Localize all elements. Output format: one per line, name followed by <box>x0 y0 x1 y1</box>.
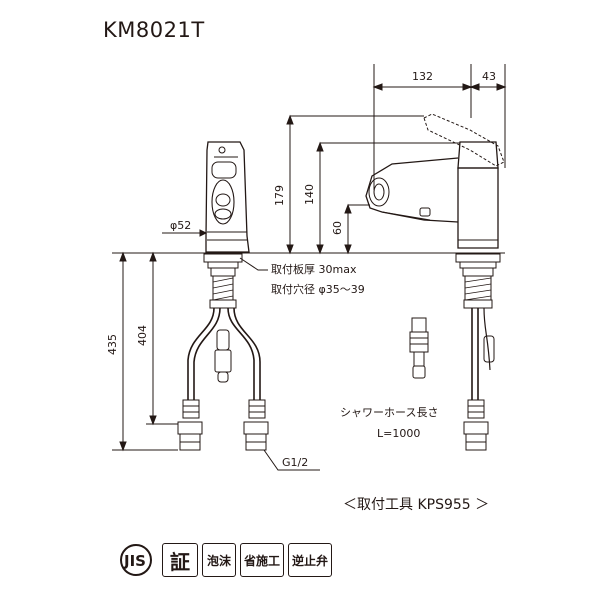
check-valve-badge: 逆止弁 <box>288 543 333 577</box>
certified-badge: 証 <box>162 543 198 577</box>
dim-140-label: 140 <box>303 184 316 205</box>
hole-diameter-note: 取付穴径 φ35～39 <box>271 282 365 296</box>
dim-60 <box>344 203 370 255</box>
dim-404-label: 404 <box>136 325 149 346</box>
supply-hoses <box>177 307 269 451</box>
svg-text:JIS: JIS <box>123 552 146 570</box>
side-view-body <box>205 141 250 253</box>
thread-label: G1/2 <box>282 456 308 469</box>
jis-mark-icon: JIS <box>118 542 158 578</box>
front-view-shank <box>455 253 501 451</box>
hose-length-label: シャワーホース長さ <box>340 406 438 419</box>
dim-179 <box>286 114 424 255</box>
dim-60-label: 60 <box>331 221 344 235</box>
aerator-badge: 泡沫 <box>202 543 236 577</box>
front-view-body <box>365 113 505 249</box>
side-view-shank <box>203 253 243 309</box>
phi52-label: φ52 <box>170 219 191 232</box>
plate-thickness-note: 取付板厚 30max <box>271 262 357 276</box>
certification-badges: JIS 証 泡沫 省施工 逆止弁 <box>118 542 333 578</box>
dim-179-label: 179 <box>273 185 286 206</box>
note-leader <box>239 257 268 271</box>
dim-435-label: 435 <box>106 334 119 355</box>
hose-length-value: L=1000 <box>377 427 420 440</box>
dim-132-label: 132 <box>412 70 433 83</box>
thread-leader <box>263 449 320 471</box>
easy-install-badge: 省施工 <box>240 543 285 577</box>
dim-140 <box>316 141 460 255</box>
mounting-tool-note: ＜取付工具 KPS955 ＞ <box>343 497 489 513</box>
dim-132-43 <box>372 64 507 190</box>
dim-43-label: 43 <box>482 70 496 83</box>
dim-404 <box>146 251 178 426</box>
shower-hose-end <box>409 317 429 379</box>
model-title: KM8021T <box>103 18 205 42</box>
dim-435 <box>112 251 178 452</box>
